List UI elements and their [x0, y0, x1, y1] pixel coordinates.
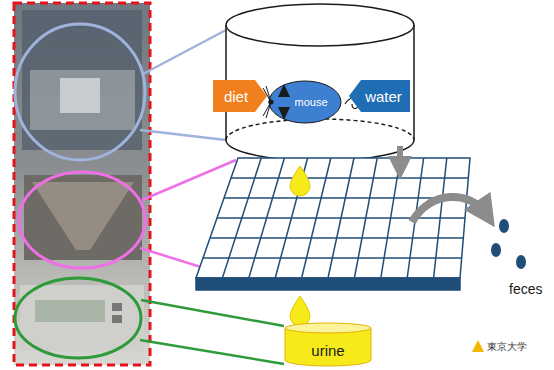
- top-circle: [15, 24, 145, 160]
- highlight-frame: [14, 3, 150, 365]
- node-text: mouse: [294, 96, 327, 108]
- leader-line: [142, 160, 236, 200]
- node-text: water: [365, 88, 402, 105]
- output-label: feces: [509, 281, 542, 297]
- arrow-shape: [349, 80, 410, 112]
- feces-pellet: [516, 255, 526, 269]
- leader-line: [141, 300, 284, 326]
- diet-arrow: diet: [213, 80, 267, 112]
- urine-drop: [290, 166, 310, 196]
- mouse-body: [269, 81, 341, 123]
- bottom-circle: [15, 278, 141, 358]
- feces-pellet: [499, 219, 509, 233]
- dish-body: [285, 328, 371, 366]
- dish-rim: [285, 323, 371, 333]
- urine-dish: urine: [284, 322, 372, 366]
- logo-mark: [472, 340, 484, 352]
- arrow-shape: [213, 80, 267, 112]
- mesh-line: [231, 177, 468, 179]
- mouse-ellipse: mouse: [268, 80, 342, 124]
- mesh-floor: [196, 158, 470, 290]
- leader-line: [140, 130, 226, 140]
- feces-pellet: [491, 243, 501, 257]
- mesh-line: [217, 217, 465, 219]
- logo-text: 東京大学: [487, 340, 527, 354]
- leader-line: [143, 30, 226, 74]
- mesh-line: [203, 257, 462, 259]
- urine-drop: [290, 296, 310, 326]
- leader-line: [140, 340, 284, 364]
- mouse-whisker: [263, 86, 271, 118]
- node-text: diet: [224, 88, 248, 105]
- flow-arrow: [397, 146, 403, 168]
- mesh-line: [210, 237, 463, 239]
- mouse-ear: [278, 107, 290, 120]
- node-text: urine: [311, 342, 344, 359]
- middle-circle: [19, 172, 145, 268]
- cage-photo: [14, 3, 150, 365]
- flow-arrow: [412, 197, 486, 222]
- water-arrow: water: [349, 80, 410, 112]
- mouse-ear: [278, 84, 290, 97]
